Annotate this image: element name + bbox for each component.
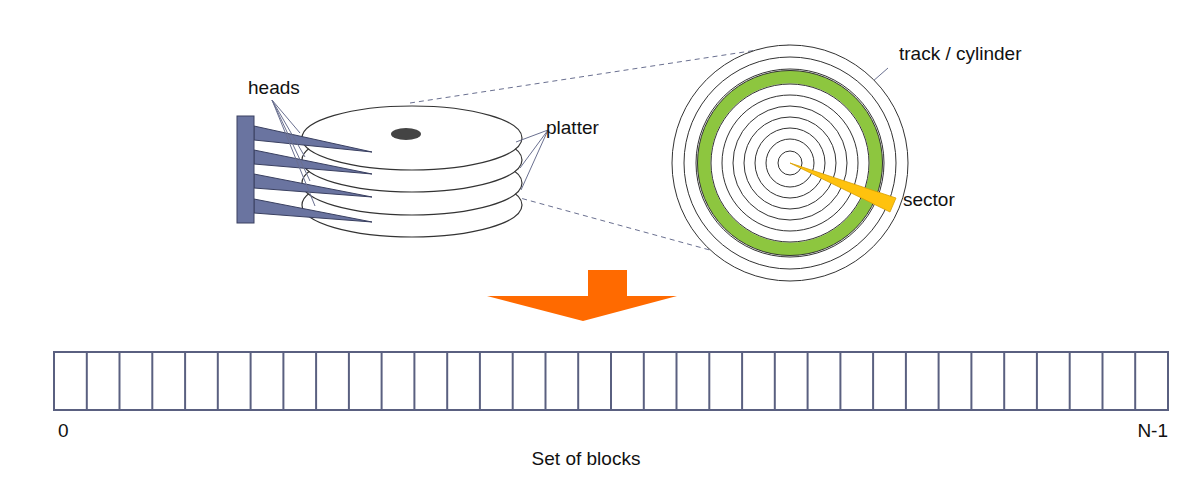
block-divider xyxy=(512,352,514,410)
block-divider xyxy=(741,352,743,410)
block-divider xyxy=(807,352,809,410)
block-divider xyxy=(774,352,776,410)
block-divider xyxy=(1003,352,1005,410)
spindle xyxy=(391,128,421,140)
caption-label: Set of blocks xyxy=(532,449,641,470)
block-divider xyxy=(86,352,88,410)
sector-wedge xyxy=(790,163,896,212)
block-divider xyxy=(315,352,317,410)
block-strip xyxy=(54,352,1168,410)
part-label: track / cylinder xyxy=(899,44,1021,65)
block-divider xyxy=(545,352,547,410)
part-label: heads xyxy=(248,78,300,99)
block-divider xyxy=(1134,352,1136,410)
block-divider xyxy=(1102,352,1104,410)
disc-tracks xyxy=(672,45,908,281)
block-divider xyxy=(938,352,940,410)
block-divider xyxy=(1069,352,1071,410)
index-label: N-1 xyxy=(1137,421,1168,442)
index-label: 0 xyxy=(58,421,69,442)
block-divider xyxy=(1036,352,1038,410)
block-divider xyxy=(413,352,415,410)
block-divider xyxy=(446,352,448,410)
block-divider xyxy=(708,352,710,410)
block-divider xyxy=(970,352,972,410)
block-divider xyxy=(905,352,907,410)
block-divider xyxy=(381,352,383,410)
block-divider xyxy=(839,352,841,410)
block-divider xyxy=(151,352,153,410)
block-divider xyxy=(643,352,645,410)
block-divider xyxy=(577,352,579,410)
down-arrow xyxy=(487,270,677,321)
block-divider xyxy=(282,352,284,410)
block-divider xyxy=(184,352,186,410)
block-divider xyxy=(348,352,350,410)
part-label: platter xyxy=(546,118,599,139)
block-divider xyxy=(676,352,678,410)
block-divider xyxy=(119,352,121,410)
block-divider xyxy=(217,352,219,410)
block-divider xyxy=(250,352,252,410)
block-dividers xyxy=(87,352,1135,410)
block-divider xyxy=(610,352,612,410)
block-divider xyxy=(872,352,874,410)
block-divider xyxy=(479,352,481,410)
part-label: sector xyxy=(903,190,955,211)
